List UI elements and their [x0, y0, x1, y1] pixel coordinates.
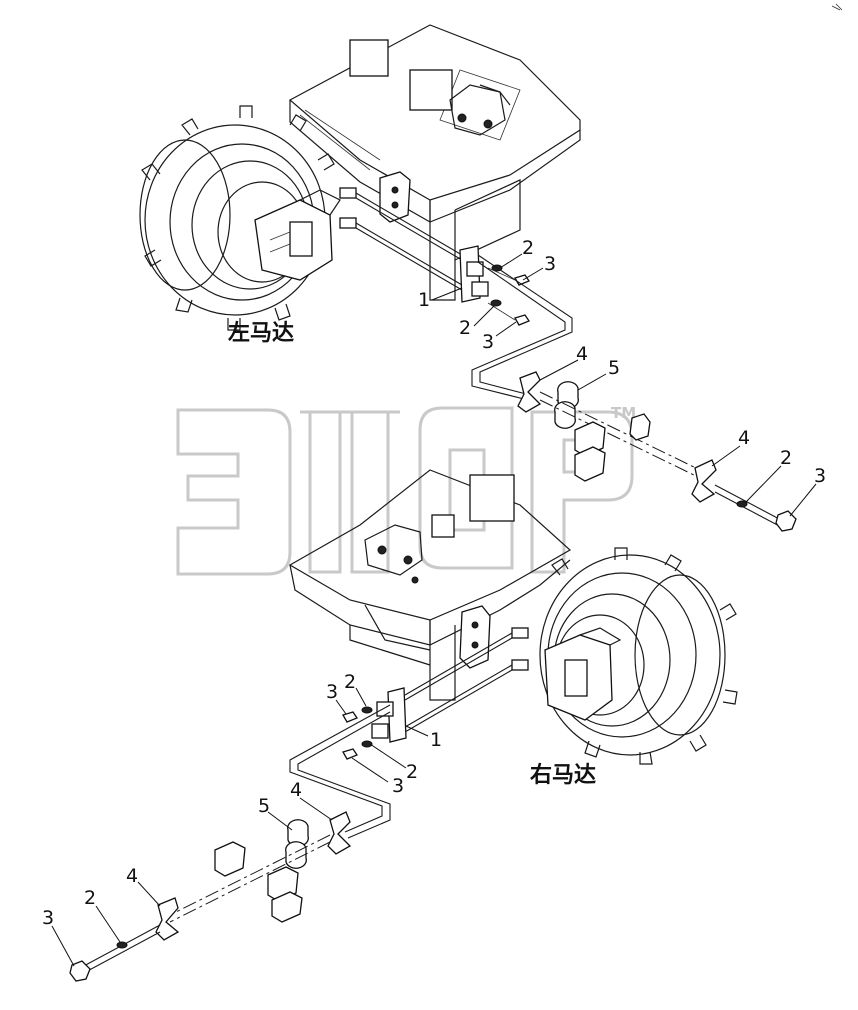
right-motor-caption: 右马达: [530, 763, 596, 788]
motor-hose-fitting: [511, 659, 529, 671]
top-bolt-set: [487, 264, 530, 326]
bolt-head: [514, 314, 530, 326]
callout-2: 2: [344, 671, 356, 693]
callout-4: 4: [126, 865, 138, 887]
motor-port-block: [289, 221, 313, 257]
callout-5: 5: [258, 795, 270, 817]
callout-1: 1: [430, 729, 442, 751]
motor-hose-fitting: [339, 187, 357, 199]
callout-2: 2: [780, 447, 792, 469]
clamp-4: [517, 371, 542, 413]
bolt-head: [514, 274, 530, 286]
callout-numbers: 1 2 3 2 3 4 5 4 2 3 3 2 1 2 3 5 4 4 2 3: [42, 237, 826, 929]
motor-hose-fitting: [511, 627, 529, 639]
top-clamp-plate: [459, 245, 489, 303]
frame-block: [431, 514, 455, 538]
motor-port-block: [564, 659, 588, 697]
right-motor-assembly: [288, 469, 738, 765]
callout-2: 2: [522, 237, 534, 259]
frame-block: [469, 474, 515, 522]
left-motor-caption: 左马达: [228, 320, 294, 346]
callout-1: 1: [418, 289, 430, 311]
callout-2: 2: [406, 761, 418, 783]
callout-4: 4: [738, 427, 750, 449]
callout-3: 3: [326, 681, 338, 703]
bolt-head: [342, 711, 358, 723]
flange-block-pair-bottom: [214, 841, 303, 923]
bottom-clamp-plate: [371, 687, 407, 743]
end-nut-3: [775, 510, 797, 532]
callout-2: 2: [459, 317, 471, 339]
motor-hose-fitting: [339, 217, 357, 229]
end-clamp-4: [691, 459, 717, 503]
callout-4: 4: [576, 343, 588, 365]
callout-3: 3: [814, 465, 826, 487]
watermark-trademark: TM: [611, 404, 636, 422]
callout-3: 3: [482, 331, 494, 353]
frame-bracket: [379, 171, 411, 223]
end-washer-2: [116, 941, 128, 949]
right-travel-motor: [544, 627, 622, 721]
leader-lines: [51, 253, 817, 967]
callout-2: 2: [84, 887, 96, 909]
middle-clamp-set-top: [517, 371, 579, 429]
callout-3: 3: [392, 775, 404, 797]
frame-block: [349, 39, 389, 77]
clamp-4: [327, 811, 352, 855]
bottom-bolt-set: [342, 706, 373, 760]
callout-3: 3: [42, 907, 54, 929]
end-nut-3: [69, 960, 91, 982]
watermark-logo: TM: [176, 404, 636, 576]
left-motor-assembly: [139, 24, 581, 331]
frame-block: [409, 69, 453, 111]
callout-5: 5: [608, 357, 620, 379]
flange-block-pair-top: [574, 413, 651, 482]
end-clamp-4: [155, 897, 180, 941]
callout-3: 3: [544, 253, 556, 275]
bolt-head: [342, 748, 358, 760]
frame-bracket: [459, 605, 491, 669]
left-travel-motor: [254, 189, 341, 281]
corner-mark: [831, 3, 843, 11]
end-washer-2: [736, 500, 748, 508]
clamp-5: [554, 401, 576, 429]
callout-4: 4: [290, 779, 302, 801]
